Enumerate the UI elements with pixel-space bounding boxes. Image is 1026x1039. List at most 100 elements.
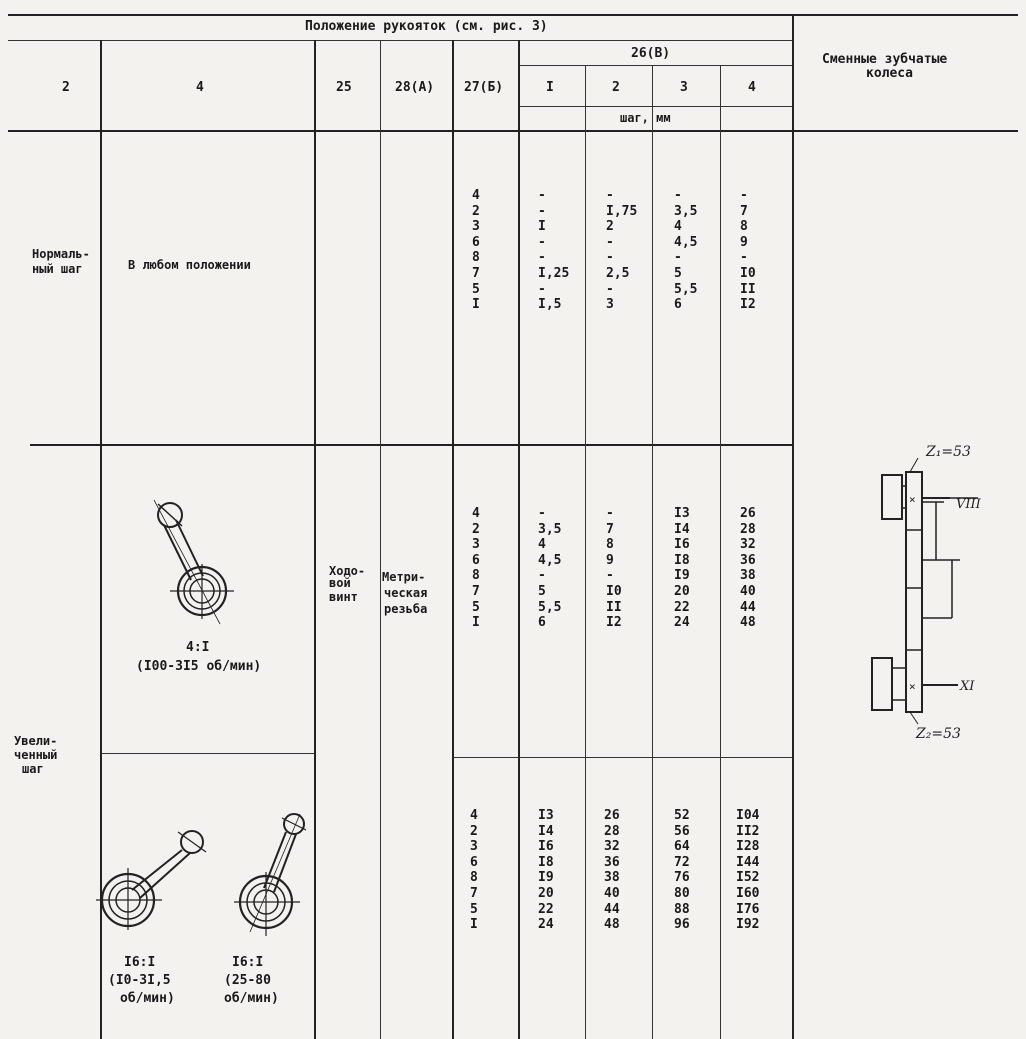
- increased-row-divider: [100, 753, 315, 754]
- normal-col3-cell: -: [674, 188, 682, 203]
- increased-col4-cell: 26: [740, 506, 756, 521]
- increased-col3-cell: 24: [674, 615, 690, 631]
- normal-col3-cell: 6: [674, 297, 682, 313]
- increased-label-line3: шаг: [22, 762, 44, 776]
- increased2-col2-cell: 44: [604, 901, 620, 917]
- increased-col4-cell: 48: [740, 615, 756, 631]
- normal-col3-cell: 5: [674, 265, 682, 281]
- increased-col4-cell: 36: [740, 552, 756, 568]
- col-header-4: 4: [196, 80, 204, 95]
- increased2-col27-cell: I: [470, 917, 478, 933]
- increased2-col1-cell: I9: [538, 870, 554, 886]
- normal-row-bottom: [30, 444, 792, 446]
- increased2-col3-cell: 96: [674, 917, 690, 933]
- header-group-divider: [8, 40, 792, 41]
- normal-col3-cell: 5,5: [674, 281, 698, 297]
- increased-col1-cell: 5: [538, 583, 546, 599]
- normal-col27-cell: 4: [472, 188, 480, 203]
- increased-col27-cell: 2: [472, 521, 480, 537]
- unit-divider: [518, 106, 792, 107]
- increased-col4-cell: 38: [740, 568, 756, 584]
- increased-col27-cell: I: [472, 615, 480, 631]
- normal-col4-cell: 8: [740, 219, 748, 235]
- increased-col3-cell: I6: [674, 537, 690, 553]
- group-title: Положение рукояток (см. рис. 3): [305, 19, 548, 34]
- increased2-col2-cell: 28: [604, 823, 620, 839]
- increased-col3-cell: 22: [674, 599, 690, 615]
- increased-col3-cell: I9: [674, 568, 690, 584]
- increased-col1-cell: 4: [538, 537, 546, 553]
- normal-col2-cell: -: [606, 281, 614, 297]
- increased-col2-cell: -: [606, 568, 614, 584]
- increased2-col2-cell: 48: [604, 917, 620, 933]
- shaft-bottom-label: XI: [959, 679, 975, 694]
- handle-b-ratio: I6:I: [124, 955, 156, 970]
- col-divider-8: [720, 65, 721, 1039]
- shaft-top-label: VIII: [956, 497, 982, 512]
- gear-z2-label: Z₂=53: [915, 726, 961, 742]
- normal-label-line2: ный шаг: [32, 262, 83, 276]
- increased-col1-cell: 4,5: [538, 552, 562, 568]
- increased2-col27-cell: 8: [470, 870, 478, 886]
- handle-b-knob: [180, 830, 204, 854]
- increased-col27-cell: 6: [472, 552, 480, 568]
- increased2-col3-cell: 80: [674, 885, 690, 901]
- subheader-divider: [518, 65, 792, 66]
- col-header-2: 2: [62, 80, 70, 95]
- increased-col2-cell: II: [606, 599, 622, 615]
- increased-col27-cell: 5: [472, 599, 480, 615]
- increased-col2-cell: I0: [606, 583, 622, 599]
- increased2-col1-cell: 24: [538, 917, 554, 933]
- col-divider-1: [100, 40, 102, 1039]
- increased2-col1-cell: I8: [538, 854, 554, 870]
- increased2-col2-cell: 36: [604, 854, 620, 870]
- increased-col3-cell: 20: [674, 583, 690, 599]
- handle-c-drawing: [234, 813, 307, 936]
- unit-label: шаг, мм: [620, 111, 671, 125]
- increased2-col27-cell: 7: [470, 885, 478, 901]
- col-divider-9: [792, 14, 794, 1039]
- normal-col27-cell: 6: [472, 234, 480, 250]
- normal-col2-cell: -: [606, 188, 614, 203]
- increased2-col4-cell: I52: [736, 870, 760, 886]
- increased2-col1-cell: I4: [538, 823, 554, 839]
- handle-c-ratio: I6:I: [232, 955, 264, 970]
- handle-a-ratio: 4:I: [186, 640, 210, 655]
- increased2-col3-cell: 64: [674, 839, 690, 855]
- normal-col1-cell: I,5: [538, 297, 562, 313]
- increased2-col27-cell: 4: [470, 808, 478, 823]
- increased-col27-cell: 7: [472, 583, 480, 599]
- gears-title-line1: Сменные зубчатые: [822, 52, 948, 67]
- normal-col1-cell: -: [538, 234, 546, 250]
- col25-line3: винт: [329, 590, 358, 604]
- normal-col4-cell: I0: [740, 265, 756, 281]
- sub-col-2: 2: [612, 80, 620, 95]
- col25-line2: вой: [329, 576, 351, 590]
- increased-col27-cell: 4: [472, 506, 480, 521]
- normal-col1-cell: I: [538, 219, 546, 235]
- normal-label-line1: Нормаль-: [32, 247, 90, 261]
- increased-col1-cell: 5,5: [538, 599, 562, 615]
- increased-col4-cell: 40: [740, 583, 756, 599]
- col-divider-6: [585, 65, 586, 1039]
- increased-col1-cell: -: [538, 506, 546, 521]
- increased-col4-cell: 44: [740, 599, 756, 615]
- normal-col4-cell: 7: [740, 203, 748, 219]
- normal-col27-cell: 3: [472, 219, 480, 235]
- increased2-col3-cell: 52: [674, 808, 690, 823]
- normal-col27-cell: 2: [472, 203, 480, 219]
- increased2-col27-cell: 6: [470, 854, 478, 870]
- normal-col4-cell: I2: [740, 297, 756, 313]
- increased-col4-cell: 32: [740, 537, 756, 553]
- col-divider-3: [380, 40, 381, 1039]
- increased-col2-cell: I2: [606, 615, 622, 631]
- increased-col27-cell: 3: [472, 537, 480, 553]
- normal-col1-cell: -: [538, 188, 546, 203]
- handle-a-speed: (I00-3I5 об/мин): [136, 659, 262, 674]
